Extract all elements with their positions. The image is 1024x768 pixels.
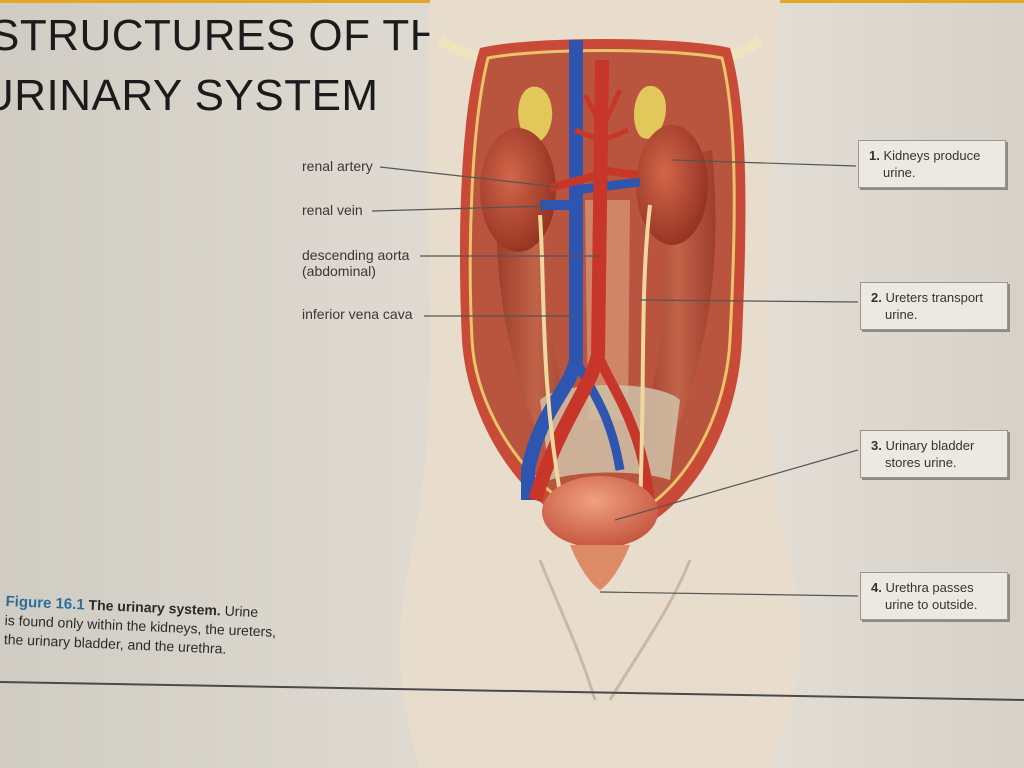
renal-artery-right [599, 166, 639, 179]
caption-figure-number: Figure 16.1 [5, 592, 86, 614]
adrenal-gland-left [518, 86, 553, 143]
callout-bladder: 3. Urinary bladder stores urine. [860, 430, 1008, 478]
ureter-left [538, 214, 564, 506]
urinary-bladder [542, 476, 658, 548]
callout-text-line2: urine. [885, 307, 918, 322]
title-line-2: URINARY SYSTEM [0, 71, 379, 120]
callout-kidneys: 1. Kidneys produce urine. [858, 140, 1006, 188]
leg-crease-left [538, 559, 597, 701]
callout-text-line2: urine to outside. [885, 597, 978, 612]
kidney-right [636, 125, 708, 245]
callout-number: 3. [871, 438, 882, 453]
callout-text-line2: stores urine. [885, 455, 957, 470]
callout-urethra: 4. Urethra passes urine to outside. [860, 572, 1008, 620]
caption-text-line1: Urine [224, 602, 259, 621]
renal-vein-right [575, 177, 641, 195]
callout-text-line1: Urethra passes [885, 580, 974, 595]
label-inferior-vena-cava: inferior vena cava [302, 306, 413, 322]
label-descending-aorta-line1: descending aorta [302, 247, 410, 263]
urethra-region [570, 545, 630, 590]
fat-rim [468, 49, 736, 527]
aortic-branches-top [574, 88, 629, 143]
ivc-right-branch [571, 358, 625, 471]
right-leader-lines [599, 159, 859, 597]
page-rule [0, 681, 1024, 701]
callout-text-line1: Kidneys produce [883, 148, 981, 163]
caption-figure-title: The urinary system. [88, 596, 222, 619]
label-renal-vein: renal vein [302, 202, 363, 218]
callout-ureters: 2. Ureters transport urine. [860, 282, 1008, 330]
callout-text-line2: urine. [883, 165, 916, 180]
renal-artery-left [548, 171, 600, 192]
ureter-right [638, 204, 652, 506]
label-renal-artery: renal artery [302, 158, 373, 174]
callout-text-line1: Urinary bladder [885, 438, 975, 453]
left-leader-lines [371, 166, 600, 317]
kidney-left [480, 128, 556, 252]
aorta-right-branch [593, 353, 655, 501]
label-descending-aorta-line2: (abdominal) [302, 263, 376, 279]
slide-title: STRUCTURES OF THE URINARY SYSTEM [0, 6, 472, 126]
callout-number: 1. [869, 148, 880, 163]
label-descending-aorta: descending aorta (abdominal) [302, 247, 409, 279]
adrenal-gland-right [634, 85, 666, 139]
callout-text-line1: Ureters transport [885, 290, 984, 305]
callout-number: 4. [871, 580, 882, 595]
leg-crease-right [608, 559, 692, 701]
callout-number: 2. [871, 290, 882, 305]
title-line-1: STRUCTURES OF THE [0, 11, 472, 60]
